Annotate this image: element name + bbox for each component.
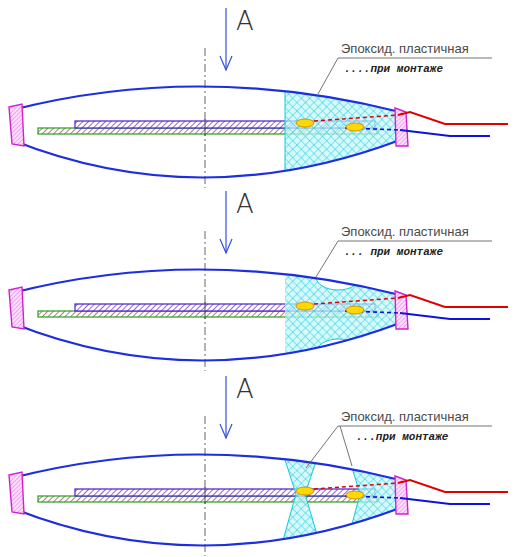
material-note: Эпоксид. пластичная — [341, 409, 469, 424]
material-note-box: Эпоксид. пластичная — [341, 42, 469, 56]
circuit-boards — [38, 487, 378, 504]
wires — [296, 295, 508, 319]
material-note: Эпоксид. пластичная — [341, 41, 469, 56]
view-arrow — [205, 191, 232, 371]
view-letter-box: А — [236, 8, 254, 34]
leader-line — [318, 58, 492, 94]
leader-line — [316, 241, 492, 277]
assembly-note: ...при монтаже — [356, 431, 448, 443]
material-note-box: Эпоксид. пластичная — [341, 410, 469, 424]
view-letter-box: А — [236, 376, 254, 402]
material-note: Эпоксид. пластичная — [341, 224, 469, 239]
assembly-note: ... при монтаже — [344, 246, 443, 258]
leader-line — [306, 426, 492, 468]
assembly-note-box: ... при монтаже — [344, 246, 443, 258]
housing — [9, 269, 408, 360]
assembly-note-box: ....при монтаже — [344, 63, 443, 75]
assembly-note-box: ...при монтаже — [356, 431, 448, 443]
material-note-box: Эпоксид. пластичная — [341, 225, 469, 239]
epoxy-fill — [285, 253, 402, 373]
panel-two — [9, 191, 508, 373]
epoxy-fill — [285, 70, 402, 190]
view-letter: А — [236, 189, 254, 219]
view-arrow — [205, 376, 232, 556]
housing — [9, 454, 408, 545]
wires — [296, 480, 508, 504]
panel-three — [9, 376, 508, 557]
panel-one — [9, 8, 508, 190]
view-letter: А — [236, 6, 254, 36]
view-letter: А — [236, 374, 254, 404]
assembly-note: ....при монтаже — [344, 63, 443, 75]
view-arrow — [205, 8, 232, 188]
wires — [296, 112, 508, 136]
view-letter-box: А — [236, 191, 254, 217]
housing — [9, 86, 408, 177]
